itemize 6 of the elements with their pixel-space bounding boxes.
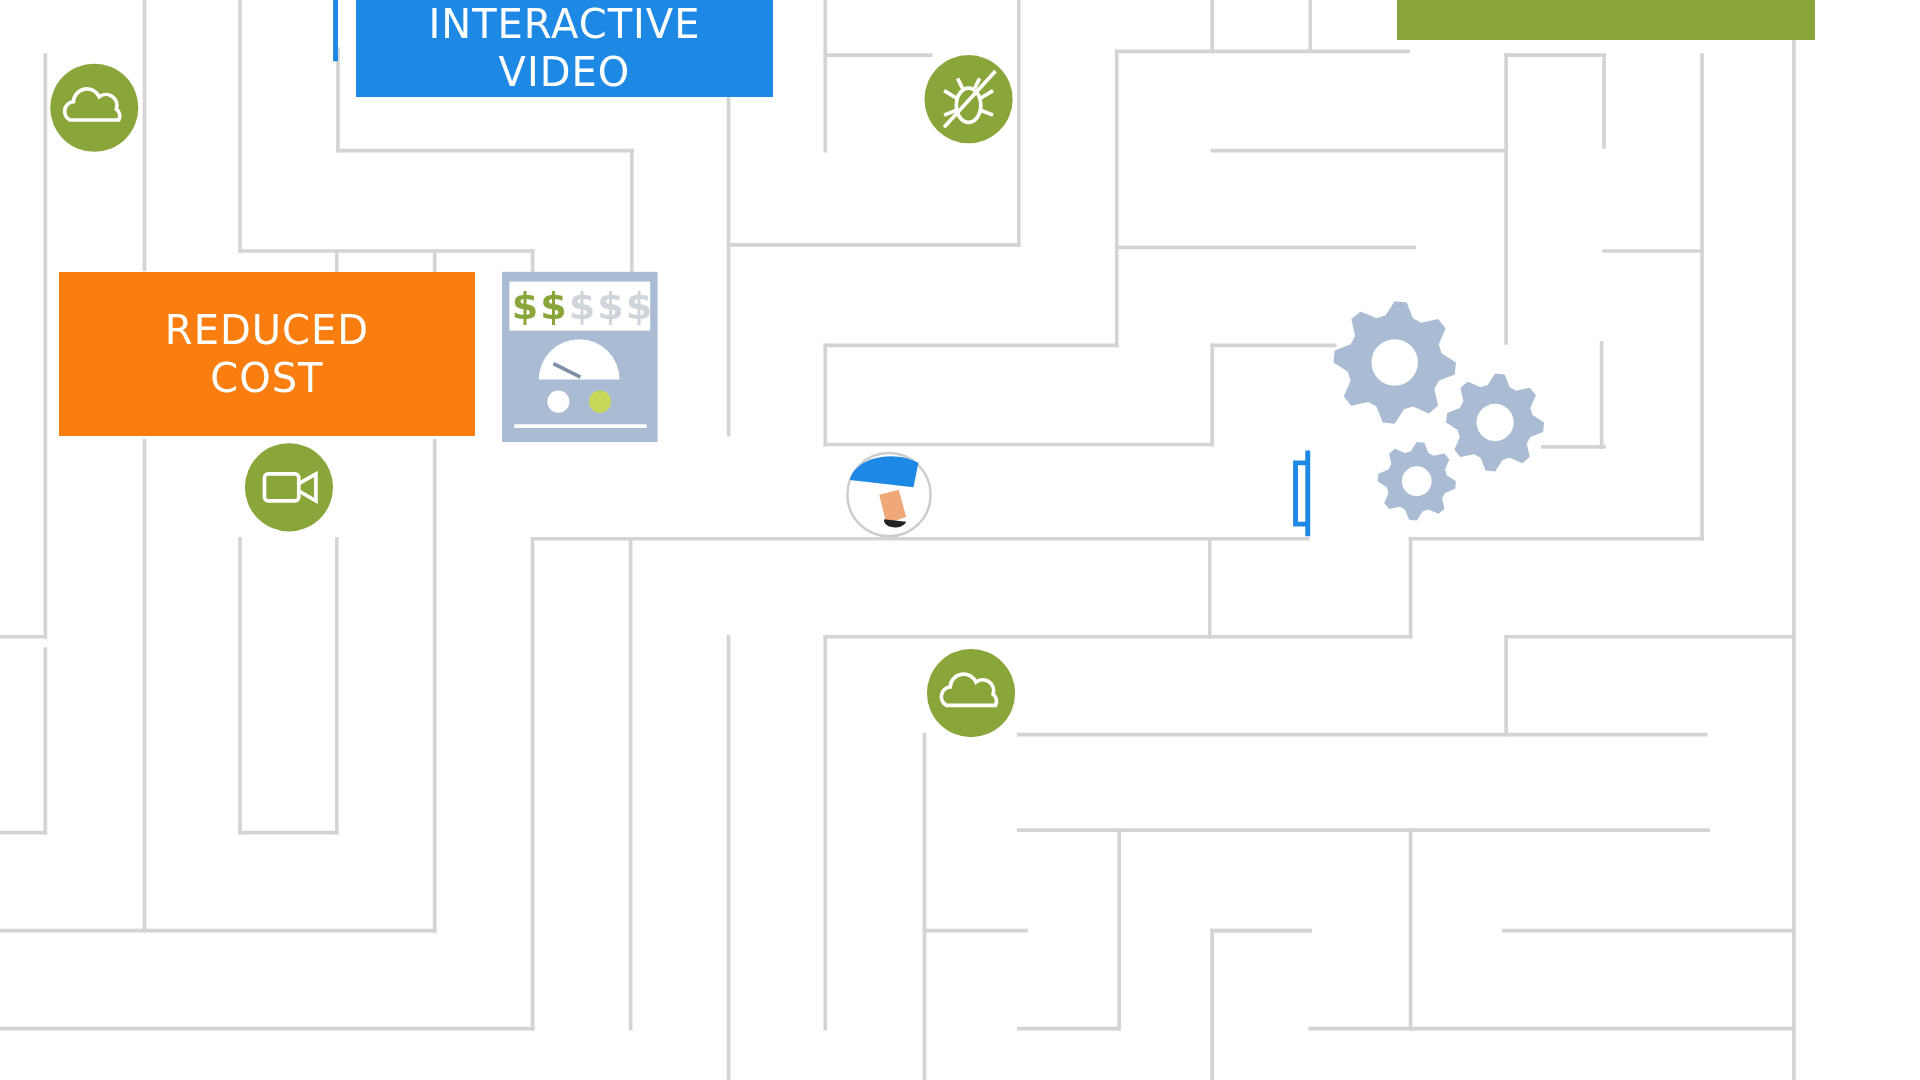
banner-box [1397, 0, 1815, 41]
cost-label: REDUCED COST [163, 305, 370, 402]
video-label: INTERACTIVE VIDEO [427, 0, 702, 97]
label-box [356, 0, 773, 97]
label-box [58, 271, 476, 436]
price-label: $$$$$ [511, 284, 655, 329]
